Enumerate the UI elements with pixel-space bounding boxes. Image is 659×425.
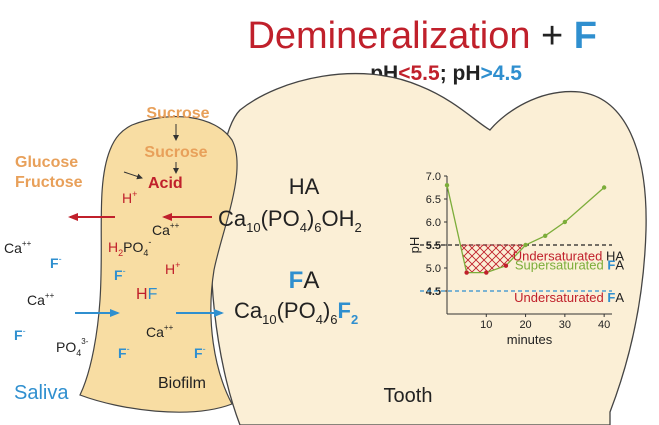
chart-x-tick-label: 10 [480,319,492,331]
saliva-fluoride-ion-1: F- [50,254,62,271]
h-plus-ion-2: H+ [165,260,180,277]
subtitle-threshold-a: <5.5 [398,62,440,85]
saliva-ca-ion-1: Ca++ [4,239,32,256]
chart-data-point [464,270,469,275]
saliva-label: Saliva [14,382,69,404]
chart-data-point [444,183,450,188]
chart-data-point [562,219,568,225]
title-plus: + [530,15,573,57]
subtitle-separator: ; [440,62,453,85]
tooth-label: Tooth [384,385,433,407]
sucrose-mid-label: Sucrose [144,144,207,161]
chart-data-point [503,263,509,268]
title: Demineralization + F [247,15,597,57]
glucose-label: Glucose [15,154,78,171]
ha-label: HA [289,174,320,199]
acid-label: Acid [148,175,183,192]
fructose-label: Fructose [15,174,83,191]
biofilm-ca-ion-1: Ca++ [152,221,180,238]
biofilm-shape [79,115,238,413]
ph-chart: 4.5 5.0 5.5 6.0 6.5 7.0 10 20 30 40 minutes pH Under… [407,171,624,347]
chart-data-point [543,233,548,238]
chart-y-tick-label: 5.5 [426,240,441,252]
saliva-phosphate-ion: PO43- [56,337,89,358]
h2po4-ion: H2PO4- [108,237,151,258]
chart-data-point [601,185,607,190]
chart-y-tick-label: 5.0 [426,263,441,275]
chart-annotation-undersaturated-fa: Undersaturated FA [514,290,624,305]
chart-y-tick-label: 7.0 [426,171,441,183]
chart-x-tick-label: 40 [598,319,610,331]
h-plus-ion-1: H+ [122,189,137,206]
fa-formula: Ca10(PO4)6F2 [234,298,358,327]
biofilm-ca-ion-2: Ca++ [146,323,174,340]
chart-annotation-undersaturated-ha: Undersaturated HA [513,249,625,264]
chart-x-axis-label: minutes [507,332,553,347]
title-fluoride: F [574,15,597,57]
biofilm-fluoride-ion-3: F- [194,344,206,361]
subtitle-threshold-b: >4.5 [481,62,523,85]
chart-data-point [484,270,489,275]
biofilm-fluoride-ion-1: F- [114,266,126,283]
chart-data-line [446,185,605,274]
biofilm-label: Biofilm [158,375,206,392]
chart-y-tick-label: 6.5 [426,194,441,206]
biofilm-fluoride-ion-2: F- [118,344,130,361]
chart-annotation-supersaturated-fa: Supersaturated FA [515,258,624,273]
fa-label: FA [289,267,320,294]
hf-molecule: HF [136,286,158,303]
chart-data-point [523,242,528,248]
glucose-arrow [123,171,143,180]
title-demineralization: Demineralization [247,15,530,57]
chart-x-tick-label: 20 [519,319,531,331]
sucrose-top-label: Sucrose [146,105,209,122]
subtitle-ph-b: pH [453,62,481,85]
chart-y-axis-label: pH [407,237,422,254]
ha-formula: Ca10(PO4)6OH2 [218,206,362,235]
chart-y-tick-label: 6.0 [426,217,441,229]
chart-y-tick-label: 4.5 [426,286,441,298]
chart-x-tick-label: 30 [559,319,571,331]
saliva-fluoride-ion-2: F- [14,326,26,343]
saliva-ca-ion-2: Ca++ [27,291,55,308]
